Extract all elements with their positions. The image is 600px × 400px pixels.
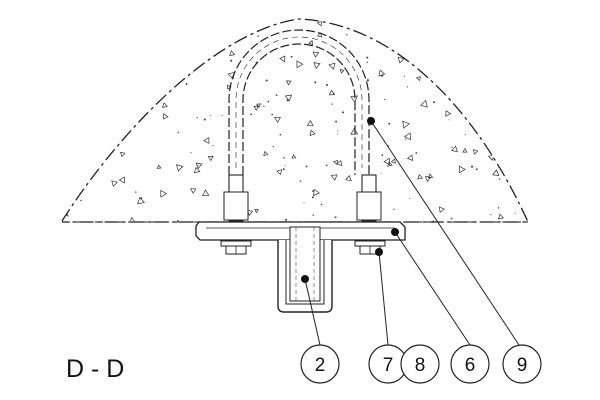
section-title: D - D [66, 355, 124, 383]
left-nut-washer [220, 240, 252, 255]
balloon-6-label: 6 [465, 355, 476, 376]
balloon-8: 8 [400, 344, 440, 384]
leader-dots [301, 117, 399, 283]
balloon-9: 9 [502, 344, 542, 384]
u-bolt [228, 29, 370, 175]
leader-lines [304, 120, 520, 346]
balloon-8-label: 8 [415, 355, 426, 376]
balloon-9-label: 9 [517, 355, 528, 376]
right-bolt-sleeve [356, 191, 382, 221]
balloon-2: 2 [300, 344, 340, 384]
balloon-6: 6 [450, 344, 490, 384]
balloon-7-label: 7 [383, 355, 394, 376]
right-nut-washer [354, 240, 386, 255]
left-bolt-sleeve [223, 191, 249, 221]
concrete-body [61, 18, 530, 223]
rail-web-inner [289, 226, 321, 302]
balloon-2-label: 2 [315, 355, 326, 376]
